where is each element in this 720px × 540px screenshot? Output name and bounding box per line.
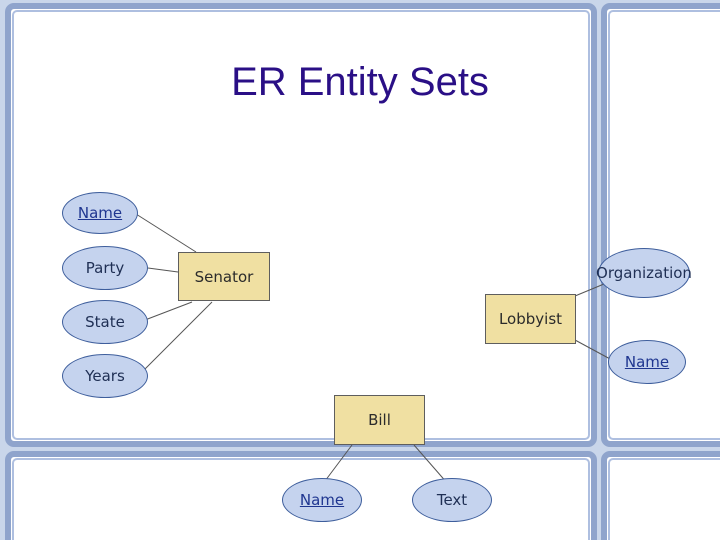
attribute-senator-years: Years [62,354,148,398]
line-lobbyist-name [574,339,613,361]
attribute-label: Years [85,367,125,385]
attribute-bill-text: Text [412,478,492,522]
entity-label: Lobbyist [498,310,563,328]
attribute-lobbyist-name: Name [608,340,686,384]
entity-bill: Bill [334,395,425,445]
line-senator-state [144,301,193,321]
entity-label: Bill [368,411,391,429]
attribute-label: Text [436,491,468,509]
attribute-bill-name: Name [282,478,362,522]
entity-label: Senator [194,267,254,286]
attribute-senator-name: Name [62,192,138,234]
attribute-lobbyist-organization: Organization [596,248,692,298]
attribute-label: Party [85,259,125,277]
attribute-label: Name [77,204,123,222]
attribute-label: Name [624,353,670,371]
line-senator-name [135,213,197,253]
attribute-label: State [85,313,125,331]
line-senator-years [141,301,213,373]
line-bill-text [413,444,449,485]
attribute-senator-party: Party [62,246,148,290]
attribute-label: Name [299,491,345,509]
attribute-senator-state: State [62,300,148,344]
attribute-label: Organization [596,264,692,282]
entity-senator: Senator [178,252,270,301]
slide-title: ER Entity Sets [231,60,489,104]
line-lobbyist-organization [574,283,605,297]
entity-lobbyist: Lobbyist [485,294,576,344]
line-senator-party [147,267,179,273]
